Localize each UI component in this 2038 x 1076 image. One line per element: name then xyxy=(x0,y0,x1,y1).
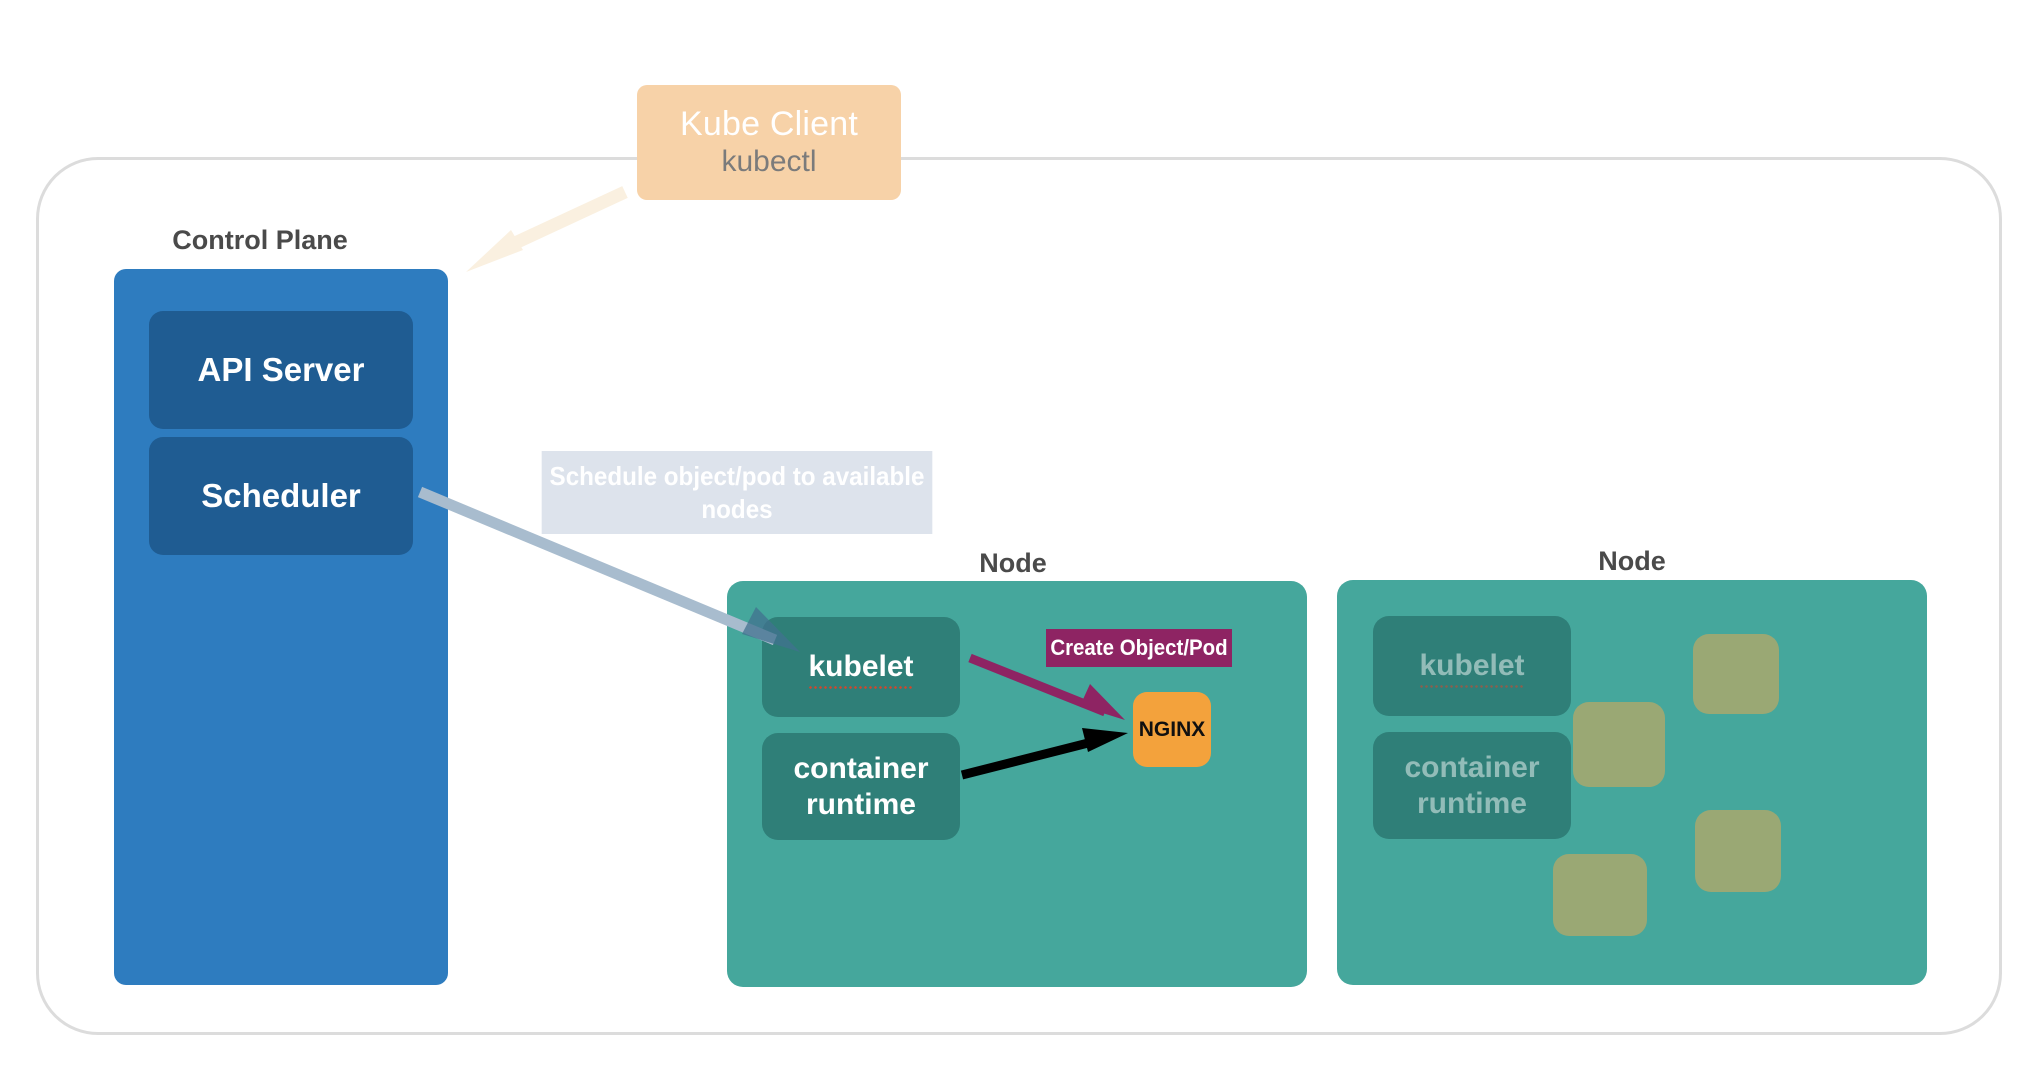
node-label-2: Node xyxy=(1598,546,1666,576)
node-label-1: Node xyxy=(979,548,1047,578)
node1-component-container-runtime[interactable]: container runtime xyxy=(762,733,960,840)
edge-label-create-object-pod: Create Object/Pod xyxy=(1046,629,1232,667)
kube-client-title: Kube Client xyxy=(680,105,858,144)
node2-kubelet-label: kubelet xyxy=(1419,649,1525,689)
node1-kubelet-label: kubelet xyxy=(808,650,914,690)
node2-pod-1[interactable] xyxy=(1693,634,1779,714)
node2-pod-4[interactable] xyxy=(1553,854,1647,936)
node2-component-kubelet[interactable]: kubelet xyxy=(1373,616,1571,716)
edge-label-schedule: Schedule object/pod to available nodes xyxy=(541,451,933,534)
control-plane-label: Control Plane xyxy=(172,225,348,255)
pod-nginx[interactable]: NGINX xyxy=(1133,692,1211,767)
component-api-server[interactable]: API Server xyxy=(149,311,413,429)
control-plane-box[interactable]: API Server Scheduler xyxy=(114,269,448,985)
node1-component-kubelet[interactable]: kubelet xyxy=(762,617,960,717)
kube-client-box[interactable]: Kube Client kubectl xyxy=(637,85,901,200)
node2-pod-3[interactable] xyxy=(1695,810,1781,892)
node2-pod-2[interactable] xyxy=(1573,702,1665,787)
kube-client-subtitle: kubectl xyxy=(721,145,817,179)
node-box-2[interactable]: kubelet container runtime xyxy=(1337,580,1927,985)
component-scheduler[interactable]: Scheduler xyxy=(149,437,413,555)
node2-component-container-runtime[interactable]: container runtime xyxy=(1373,732,1571,839)
cluster-boundary xyxy=(36,157,2002,1035)
